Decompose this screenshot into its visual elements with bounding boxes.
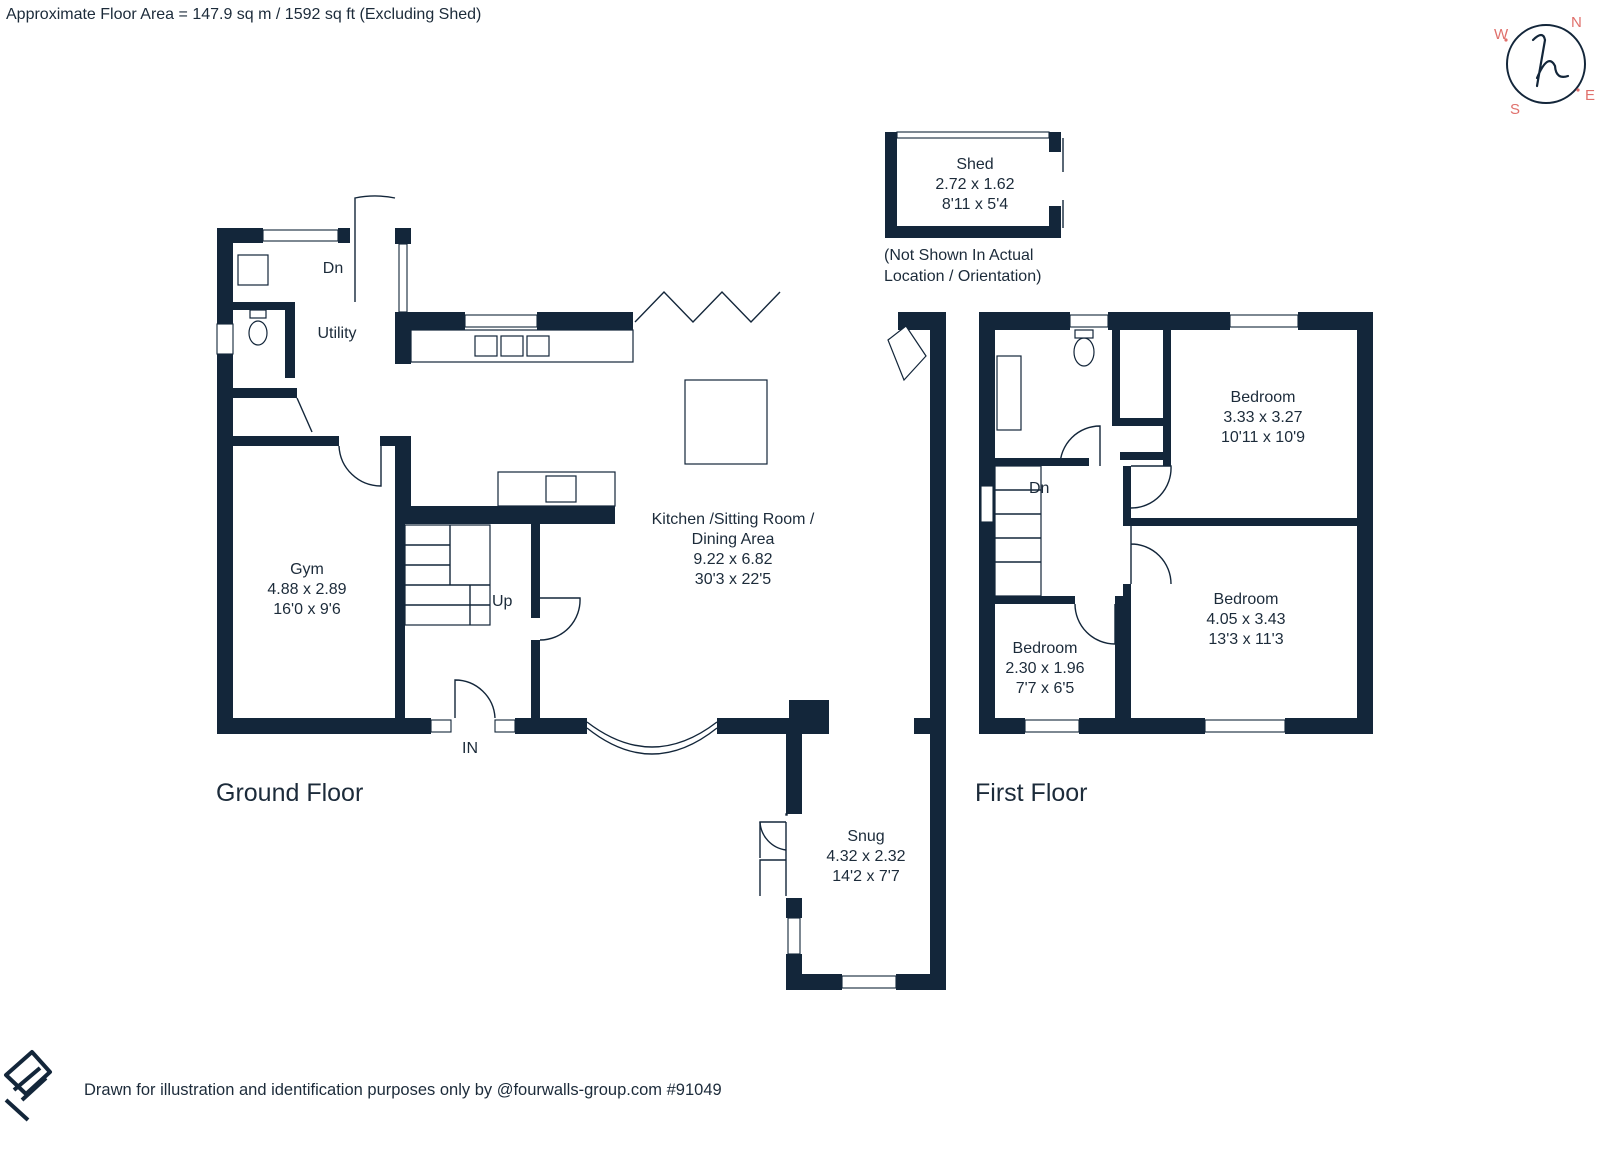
- shed-imperial: 8'11 x 5'4: [942, 196, 1008, 213]
- bedroom-b-imperial: 13'3 x 11'3: [1208, 631, 1283, 648]
- gym-imperial: 16'0 x 9'6: [273, 601, 341, 618]
- bedroom-a-imperial: 10'11 x 10'9: [1221, 429, 1305, 446]
- bedroom-a-name: Bedroom: [1231, 389, 1296, 406]
- bedroom-b-name: Bedroom: [1214, 591, 1279, 608]
- shed-metric: 2.72 x 1.62: [935, 176, 1014, 193]
- entrance-label: IN: [462, 740, 478, 757]
- bedroom-c-metric: 2.30 x 1.96: [1005, 660, 1084, 677]
- shed-name: Shed: [956, 156, 993, 173]
- compass-s: S: [1510, 101, 1520, 118]
- shed-note-1: (Not Shown In Actual: [884, 247, 1033, 264]
- kitchen-name-1: Kitchen /Sitting Room /: [652, 511, 815, 528]
- compass-logo-icon: W N E S: [1494, 14, 1595, 118]
- compass-e: E: [1585, 87, 1595, 104]
- shed-plan: [885, 131, 1064, 238]
- bedroom-c-imperial: 7'7 x 6'5: [1016, 680, 1075, 697]
- kitchen-imperial: 30'3 x 22'5: [695, 571, 771, 588]
- ground-floor-plan: [216, 195, 946, 990]
- utility-label: Utility: [317, 325, 356, 342]
- kitchen-name-2: Dining Area: [692, 531, 775, 548]
- ground-floor-title: Ground Floor: [216, 779, 363, 807]
- stairs-up-label: Up: [492, 593, 513, 610]
- gym-metric: 4.88 x 2.89: [267, 581, 346, 598]
- gym-name: Gym: [290, 561, 324, 578]
- fourwalls-logo-icon: [4, 1050, 52, 1122]
- kitchen-metric: 9.22 x 6.82: [693, 551, 772, 568]
- floor-area-text: Approximate Floor Area = 147.9 sq m / 15…: [6, 6, 481, 23]
- ground-dn-label: Dn: [323, 260, 343, 277]
- bedroom-a-metric: 3.33 x 3.27: [1223, 409, 1302, 426]
- bedroom-c-name: Bedroom: [1013, 640, 1078, 657]
- footer-disclaimer: Drawn for illustration and identificatio…: [84, 1081, 722, 1099]
- first-floor-title: First Floor: [975, 779, 1088, 807]
- first-dn-label: Dn: [1029, 480, 1049, 497]
- bedroom-b-metric: 4.05 x 3.43: [1206, 611, 1285, 628]
- snug-imperial: 14'2 x 7'7: [832, 868, 900, 885]
- first-floor-plan: [979, 312, 1373, 734]
- compass-n: N: [1571, 14, 1582, 31]
- snug-name: Snug: [847, 828, 884, 845]
- snug-metric: 4.32 x 2.32: [826, 848, 905, 865]
- shed-note-2: Location / Orientation): [884, 268, 1041, 285]
- stairs-icon: [404, 524, 491, 626]
